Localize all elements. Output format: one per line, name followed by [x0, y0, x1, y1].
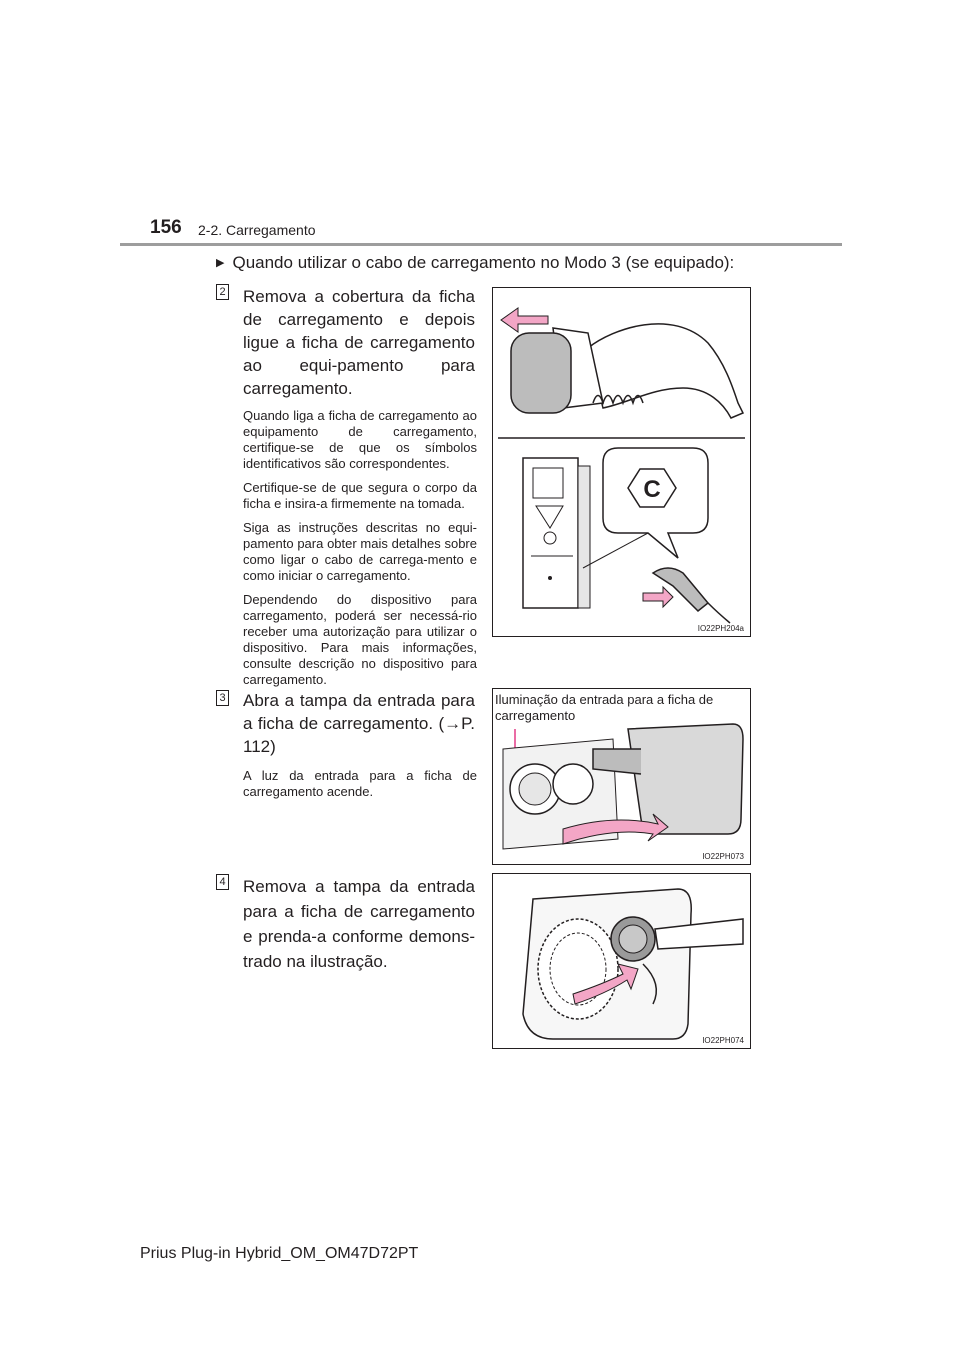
- identifier-symbol: C: [643, 476, 660, 503]
- figure-code: IO22PH074: [702, 1036, 744, 1045]
- step-4-block: Remova a tampa da entrada para a ficha d…: [243, 874, 475, 974]
- step-3-block: Abra a tampa da entrada para a ficha de …: [243, 689, 477, 800]
- step-2-block: Remova a cobertura da ficha de carregame…: [243, 285, 477, 688]
- step-title: Remova a tampa da entrada para a ficha d…: [243, 877, 475, 971]
- charging-plug-figure: C IO22PH204a: [492, 287, 751, 637]
- step-note: A luz da entrada para a ficha de carrega…: [243, 768, 477, 799]
- section-title: 2-2. Carregamento: [198, 222, 316, 238]
- step-number: 4: [216, 874, 229, 890]
- inlet-lid-figure: Iluminação da entrada para a ficha de ca…: [492, 688, 751, 865]
- step-note: Siga as instruções descritas no equi-pam…: [243, 520, 477, 583]
- header-rule: [120, 243, 842, 246]
- footer-model: Prius Plug-in Hybrid_OM_OM47D72PT: [140, 1245, 419, 1262]
- condition-text: Quando utilizar o cabo de carregamento n…: [232, 253, 735, 272]
- figure-code: IO22PH204a: [697, 624, 744, 633]
- inlet-cap-illustration: [522, 888, 744, 1040]
- light-callout-label: Iluminação da entrada para a ficha de ca…: [495, 692, 714, 723]
- inlet-cap-figure: IO22PH074: [492, 873, 751, 1049]
- step-title: Abra a tampa da entrada para a ficha de …: [243, 691, 475, 756]
- charging-plug-illustration: C: [498, 307, 745, 624]
- step-note: Certifique-se de que segura o corpo da f…: [243, 480, 477, 511]
- triangle-bullet-icon: ▶: [216, 257, 225, 269]
- step-number: 3: [216, 690, 229, 706]
- hexagon-icon: [627, 468, 677, 508]
- step-note: Dependendo do dispositivo para carregame…: [243, 592, 477, 687]
- inlet-lid-illustration: [502, 723, 744, 850]
- figure-code: IO22PH073: [702, 852, 744, 861]
- step-title: Remova a cobertura da ficha de carregame…: [243, 287, 475, 398]
- step-note: Quando liga a ficha de carregamento ao e…: [243, 408, 477, 471]
- step-number: 2: [216, 284, 229, 300]
- page-number: 156: [150, 217, 182, 238]
- condition-line: ▶ Quando utilizar o cabo de carregamento …: [216, 253, 734, 273]
